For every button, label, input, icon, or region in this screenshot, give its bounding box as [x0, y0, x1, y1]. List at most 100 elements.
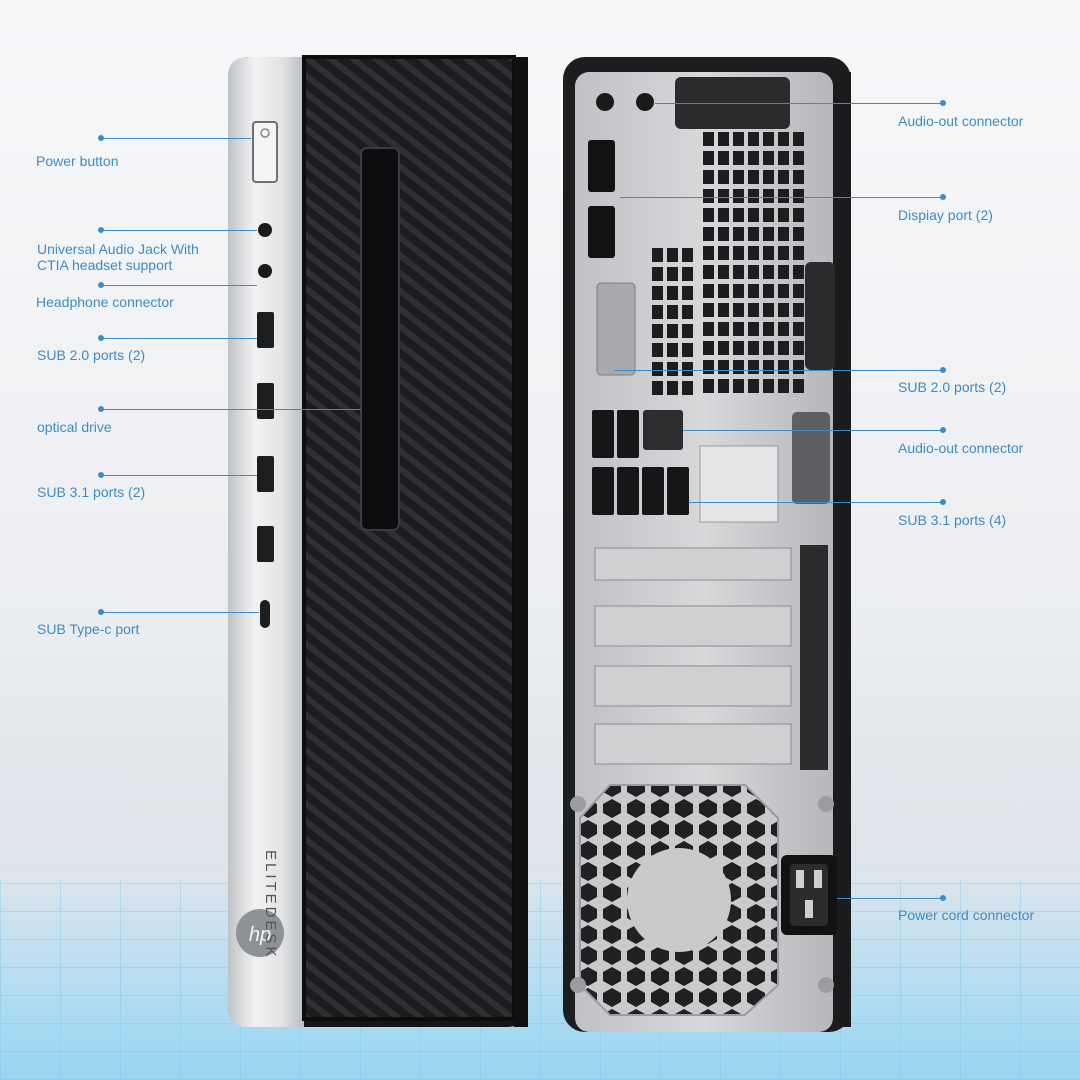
- vent-slot: [778, 341, 789, 355]
- vent-slot: [652, 343, 663, 357]
- vent-slot: [793, 379, 804, 393]
- callout-line: [101, 409, 361, 410]
- vent-slot: [778, 189, 789, 203]
- vent-slot: [793, 189, 804, 203]
- expansion-slots: [594, 545, 828, 770]
- vent-slot: [703, 341, 714, 355]
- vent-slot: [718, 303, 729, 317]
- vent-slot: [748, 208, 759, 222]
- callout-line: [655, 103, 941, 104]
- usb-type-c-icon[interactable]: [260, 600, 270, 628]
- vent-slot: [763, 341, 774, 355]
- vent-slot: [703, 132, 714, 146]
- vent-slot: [748, 132, 759, 146]
- vent-slot: [718, 341, 729, 355]
- vent-slot: [733, 170, 744, 184]
- vent-slot: [748, 151, 759, 165]
- callout-line: [614, 370, 941, 371]
- usb-31-rear-icon[interactable]: [592, 467, 689, 515]
- audio-jack-icon[interactable]: [258, 223, 272, 237]
- screw-icon: [570, 796, 586, 812]
- vent-slot: [667, 381, 678, 395]
- screw-icon: [818, 977, 834, 993]
- callout-dot: [940, 100, 946, 106]
- vent-slot: [667, 305, 678, 319]
- ethernet-port-icon[interactable]: [643, 410, 683, 450]
- vent-slot: [652, 305, 663, 319]
- vent-slot: [778, 360, 789, 374]
- vent-slot: [793, 341, 804, 355]
- vent-slot: [733, 246, 744, 260]
- vent-slot: [748, 322, 759, 336]
- callout-label: SUB 2.0 ports (2): [898, 379, 1007, 395]
- vent-slot: [748, 284, 759, 298]
- vent-slot: [703, 284, 714, 298]
- displayport-icon[interactable]: [588, 140, 615, 258]
- vent-slot: [793, 322, 804, 336]
- vent-slot: [718, 170, 729, 184]
- audio-out-top-right-icon[interactable]: [636, 93, 654, 111]
- vent-slot: [682, 286, 693, 300]
- screw-icon: [818, 796, 834, 812]
- vent-slot: [703, 379, 714, 393]
- callout-label: Dispiay port (2): [898, 207, 993, 223]
- vent-slot: [718, 284, 729, 298]
- callout-label: Power cord connector: [898, 907, 1035, 923]
- vent-slot: [793, 208, 804, 222]
- front-chassis: [228, 55, 528, 1027]
- vent-slot: [718, 246, 729, 260]
- headphone-jack-icon[interactable]: [258, 264, 272, 278]
- vent-slot: [682, 324, 693, 338]
- vent-slot: [703, 322, 714, 336]
- vent-slot: [682, 248, 693, 262]
- callout-dot: [940, 499, 946, 505]
- vent-slot: [748, 379, 759, 393]
- vent-slot: [652, 286, 663, 300]
- vent-slot: [718, 189, 729, 203]
- vent-slot: [703, 208, 714, 222]
- floor-grid-background: [0, 880, 1080, 1080]
- vent-slot: [667, 324, 678, 338]
- callout-line: [101, 475, 257, 476]
- serial-blank-plate: [596, 282, 636, 376]
- usb-ports-front-icon[interactable]: [257, 312, 274, 562]
- vent-slot: [733, 208, 744, 222]
- usb-20-rear-icon[interactable]: [592, 410, 639, 458]
- vent-slot: [778, 379, 789, 393]
- vent-slot: [733, 322, 744, 336]
- callout-line: [101, 285, 257, 286]
- vent-slot: [748, 303, 759, 317]
- vent-slot: [733, 189, 744, 203]
- vent-grid: [652, 132, 804, 395]
- callout-label: SUB 3.1 ports (2): [37, 484, 146, 500]
- callout-dot: [940, 194, 946, 200]
- vent-slot: [718, 360, 729, 374]
- callout-label: Audio-out connector: [898, 440, 1024, 456]
- vent-slot: [718, 227, 729, 241]
- power-button-icon[interactable]: [252, 121, 278, 183]
- vent-slot: [778, 284, 789, 298]
- callout-label: optical drive: [37, 419, 112, 435]
- vent-slot: [703, 227, 714, 241]
- vent-slot: [718, 132, 729, 146]
- vent-slot: [682, 343, 693, 357]
- vent-slot: [667, 286, 678, 300]
- vent-slot: [733, 227, 744, 241]
- vent-slot: [733, 151, 744, 165]
- power-cord-connector-icon[interactable]: [781, 855, 837, 935]
- callout-label: Universal Audio Jack With CTIA headset s…: [37, 241, 199, 273]
- callout-label: Headphone connector: [36, 294, 174, 310]
- vent-slot: [667, 362, 678, 376]
- callout-label: SUB 3.1 ports (4): [898, 512, 1007, 528]
- vent-slot: [733, 284, 744, 298]
- callout-label: SUB Type-c port: [37, 621, 140, 637]
- vent-slot: [793, 132, 804, 146]
- vent-slot: [652, 248, 663, 262]
- vent-slot: [778, 132, 789, 146]
- audio-out-top-left-icon[interactable]: [596, 93, 614, 111]
- vent-slot: [718, 265, 729, 279]
- vent-slot: [778, 246, 789, 260]
- vent-slot: [667, 248, 678, 262]
- callout-line: [101, 612, 259, 613]
- vent-slot: [763, 170, 774, 184]
